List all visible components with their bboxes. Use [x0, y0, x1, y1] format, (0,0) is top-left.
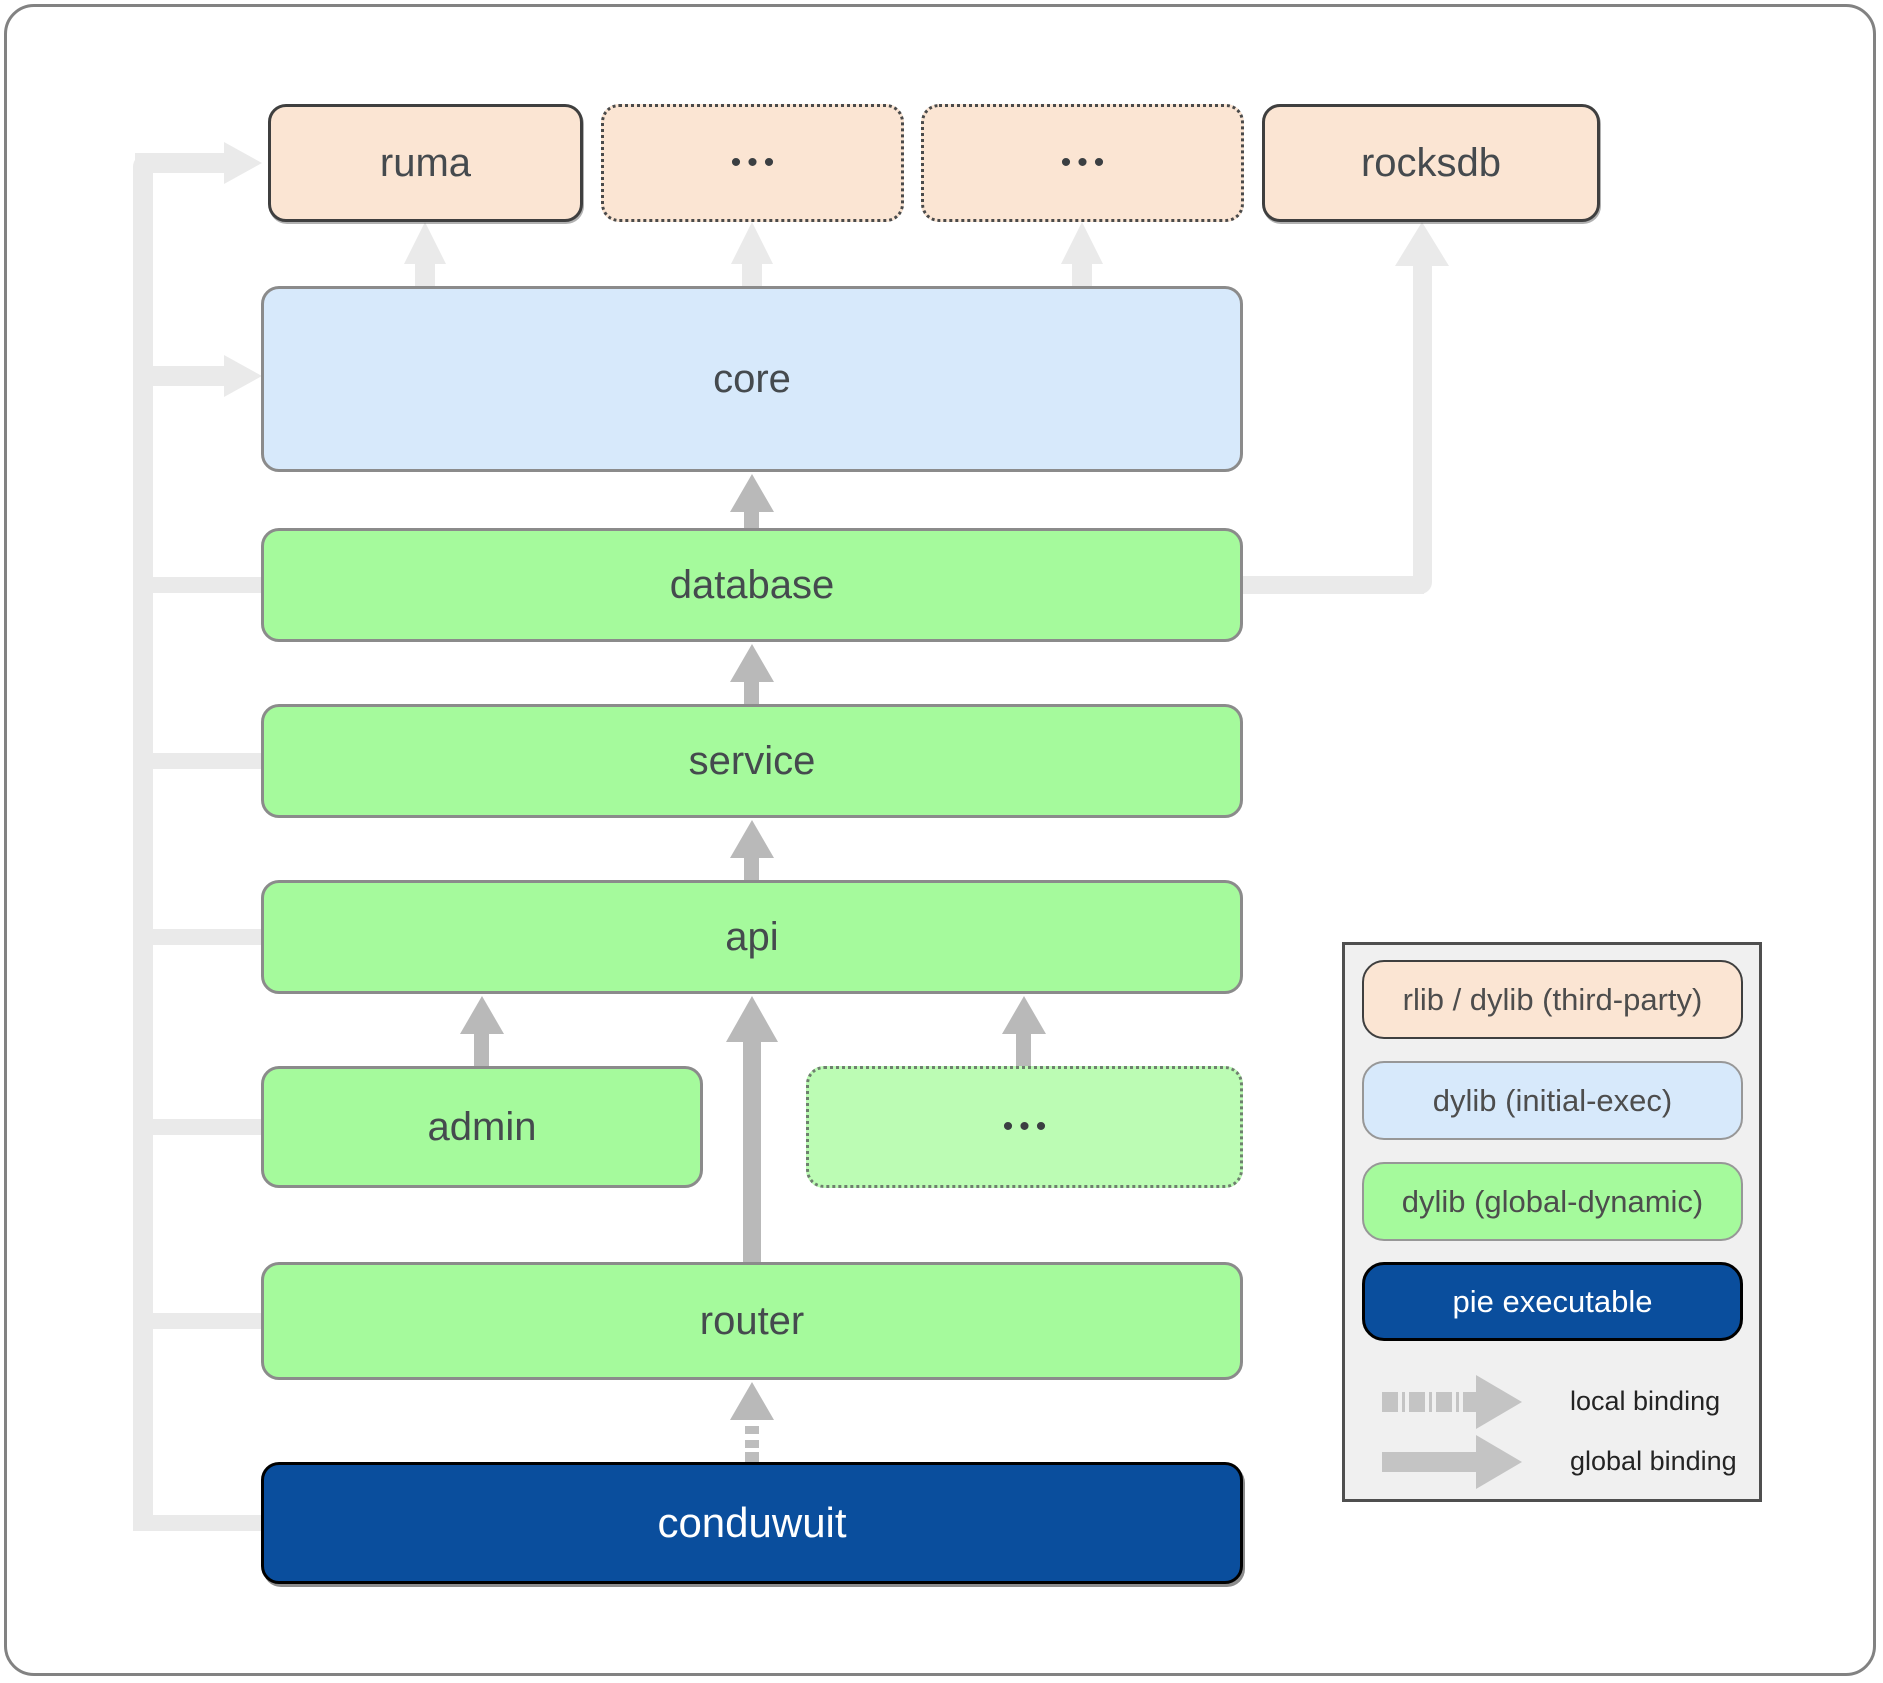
core-to-ruma-shaft [415, 262, 435, 288]
node-admin-label: admin [427, 1104, 537, 1149]
core-to-more-a-arrowhead-icon [731, 222, 773, 264]
node-router: router [261, 1262, 1243, 1380]
node-api: api [261, 880, 1243, 994]
legend-item-global-dynamic-label: dylib (global-dynamic) [1401, 1183, 1704, 1219]
node-api-more-label: ••• [1002, 1110, 1053, 1143]
node-conduwuit-label: conduwuit [657, 1499, 847, 1546]
conduwuit-to-router-dash-2 [745, 1440, 759, 1448]
trunk-stub-conduwuit [133, 1515, 262, 1531]
more-to-api-shaft [1016, 1030, 1031, 1066]
conduwuit-to-router-arrowhead-icon [730, 1382, 774, 1420]
legend-item-third-party: rlib / dylib (third-party) [1362, 960, 1743, 1039]
trunk-stub-router [151, 1313, 262, 1329]
node-admin: admin [261, 1066, 703, 1188]
service-to-database-arrowhead-icon [730, 644, 774, 682]
node-database: database [261, 528, 1243, 642]
core-to-more-b-arrowhead-icon [1061, 222, 1103, 264]
node-ruma: ruma [268, 104, 583, 222]
database-to-rocksdb-vertical [1413, 262, 1432, 594]
node-rocksdb-label: rocksdb [1360, 140, 1502, 185]
more-to-api-arrowhead-icon [1002, 996, 1046, 1034]
node-third-party-more-a: ••• [601, 104, 904, 222]
trunk-stub-service [151, 753, 262, 769]
node-core: core [261, 286, 1243, 472]
legend-item-pie-executable-label: pie executable [1452, 1283, 1653, 1319]
node-core-label: core [713, 356, 791, 401]
admin-to-api-shaft [474, 1030, 489, 1066]
core-to-more-a-shaft [742, 262, 762, 288]
database-to-core-shaft [744, 508, 759, 528]
node-rocksdb: rocksdb [1262, 104, 1600, 222]
router-to-api-arrowhead-icon [726, 996, 778, 1042]
page-border-frame [4, 4, 1876, 1676]
legend-local-binding-arrow-shaft [1382, 1392, 1478, 1412]
database-to-rocksdb-horizontal [1243, 576, 1424, 594]
conduwuit-to-router-dash-1 [745, 1426, 759, 1434]
admin-to-api-arrowhead-icon [460, 996, 504, 1034]
trunk-to-ruma-shaft [135, 153, 224, 173]
legend-item-pie-executable: pie executable [1362, 1262, 1743, 1341]
legend: rlib / dylib (third-party) dylib (initia… [1342, 942, 1762, 1502]
legend-global-binding-arrow-shaft [1382, 1452, 1478, 1472]
legend-item-initial-exec: dylib (initial-exec) [1362, 1061, 1743, 1140]
node-api-more: ••• [806, 1066, 1243, 1188]
legend-global-binding-arrowhead-icon [1476, 1435, 1522, 1489]
left-trunk-line [133, 153, 153, 1531]
router-to-api-shaft [743, 1038, 761, 1262]
node-database-label: database [669, 562, 835, 607]
service-to-database-shaft [744, 678, 759, 704]
legend-local-binding-label: local binding [1570, 1386, 1721, 1416]
node-ruma-label: ruma [379, 140, 472, 185]
trunk-stub-admin [151, 1119, 262, 1135]
trunk-to-core-shaft [153, 366, 224, 386]
core-to-ruma-arrowhead-icon [404, 222, 446, 264]
node-third-party-more-b: ••• [921, 104, 1244, 222]
api-to-service-arrowhead-icon [730, 820, 774, 858]
api-to-service-shaft [744, 854, 759, 880]
legend-item-third-party-label: rlib / dylib (third-party) [1402, 981, 1703, 1017]
database-to-core-arrowhead-icon [730, 474, 774, 512]
node-third-party-more-b-label: ••• [1060, 146, 1111, 179]
trunk-to-ruma-arrowhead-icon [224, 142, 262, 184]
legend-item-initial-exec-label: dylib (initial-exec) [1432, 1082, 1673, 1118]
legend-local-binding-arrowhead-icon [1476, 1375, 1522, 1429]
core-to-more-b-shaft [1072, 262, 1092, 288]
node-conduwuit: conduwuit [261, 1462, 1243, 1584]
legend-item-global-dynamic: dylib (global-dynamic) [1362, 1162, 1743, 1241]
node-router-label: router [699, 1298, 805, 1343]
node-third-party-more-a-label: ••• [730, 146, 781, 179]
trunk-stub-database [151, 577, 262, 593]
conduwuit-to-router-dash-3 [745, 1452, 759, 1464]
node-service: service [261, 704, 1243, 818]
database-to-rocksdb-arrowhead-icon [1395, 222, 1449, 266]
legend-global-binding-label: global binding [1570, 1446, 1737, 1476]
node-api-label: api [725, 914, 779, 959]
trunk-to-core-arrowhead-icon [224, 355, 262, 397]
node-service-label: service [688, 738, 816, 783]
trunk-stub-api [151, 929, 262, 945]
